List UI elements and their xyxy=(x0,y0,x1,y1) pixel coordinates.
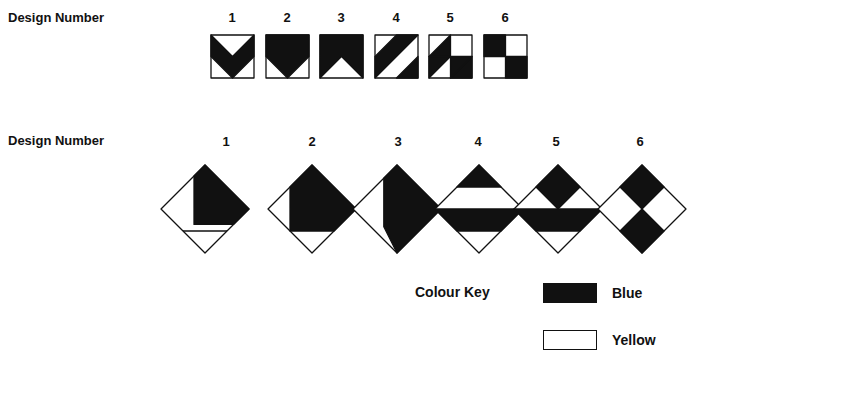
diamond-design xyxy=(435,165,523,253)
legend-swatch xyxy=(543,283,597,303)
design-number: 1 xyxy=(222,134,229,150)
diamond-design xyxy=(353,165,441,253)
design-number: 4 xyxy=(474,134,481,150)
design-number: 5 xyxy=(552,134,559,150)
design-number: 4 xyxy=(392,10,399,26)
square-design xyxy=(484,35,527,78)
design-number: 6 xyxy=(501,10,508,26)
design-number: 6 xyxy=(636,134,643,150)
diamond-design xyxy=(161,165,249,253)
legend-swatch xyxy=(543,330,597,350)
design-number: 2 xyxy=(308,134,315,150)
row-heading: Design Number xyxy=(8,133,104,149)
legend-text: Blue xyxy=(612,285,642,302)
square-design xyxy=(375,35,418,78)
row-heading: Design Number xyxy=(8,10,104,26)
square-design xyxy=(320,35,363,78)
design-number: 3 xyxy=(394,134,401,150)
diamond-design xyxy=(514,165,602,253)
legend-title: Colour Key xyxy=(415,284,490,301)
design-number: 1 xyxy=(228,10,235,26)
design-number: 2 xyxy=(283,10,290,26)
diamond-design xyxy=(268,165,356,253)
legend-text: Yellow xyxy=(612,332,656,349)
diamond-design xyxy=(598,165,686,253)
square-design xyxy=(211,35,254,78)
square-design xyxy=(429,35,472,78)
design-number: 3 xyxy=(337,10,344,26)
square-design xyxy=(266,35,309,78)
design-number: 5 xyxy=(446,10,453,26)
